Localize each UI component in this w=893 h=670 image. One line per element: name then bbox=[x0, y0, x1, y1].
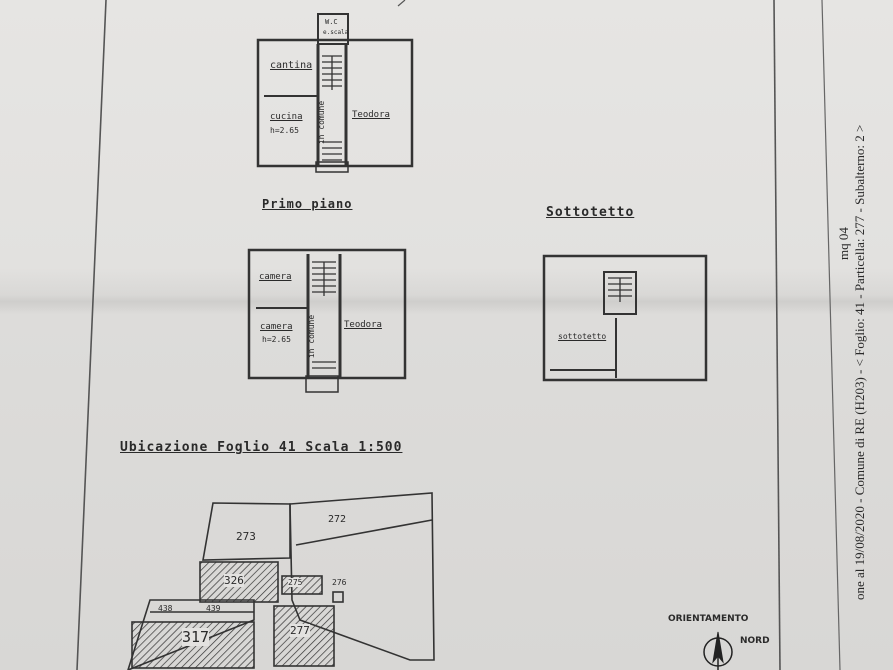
parcel-276: 276 bbox=[332, 578, 347, 587]
parcel-272: 272 bbox=[328, 514, 347, 525]
parcel-438: 438 bbox=[158, 604, 173, 613]
north-arrow bbox=[703, 631, 733, 670]
cucina-label: cucina bbox=[270, 112, 303, 122]
ground-floor-plan bbox=[256, 13, 414, 173]
area-note-text: mq 04 bbox=[836, 227, 851, 260]
attic-title: Sottotetto bbox=[546, 205, 635, 220]
camera-height-label: h=2.65 bbox=[262, 335, 291, 344]
parcel-439: 439 bbox=[206, 604, 221, 613]
cantina-label: cantina bbox=[270, 60, 313, 71]
parcel-273: 273 bbox=[236, 530, 256, 543]
camera-top-label: camera bbox=[259, 272, 292, 282]
first-floor-title: Primo piano bbox=[262, 197, 353, 211]
right-border-line bbox=[773, 0, 781, 670]
wc-sub-label: e.scala bbox=[323, 29, 349, 36]
attic-plan bbox=[542, 254, 708, 382]
camera-bottom-label: camera bbox=[260, 322, 293, 332]
north-label: NORD bbox=[740, 636, 770, 646]
first-floor-plan bbox=[247, 248, 407, 393]
attic-room-label: sottotetto bbox=[558, 332, 607, 341]
cucina-height-label: h=2.65 bbox=[270, 126, 299, 135]
cadastral-reference-text: one al 19/08/2020 - Comune di RE (H203) … bbox=[852, 124, 867, 600]
ground-teodora-label: Teodora bbox=[352, 110, 390, 120]
orientation-label: ORIENTAMENTO bbox=[668, 614, 749, 624]
left-border-line bbox=[76, 0, 107, 670]
parcel-277: 277 bbox=[290, 624, 310, 637]
first-corridor-label: in comune bbox=[307, 314, 317, 359]
location-plan bbox=[127, 492, 435, 670]
parcel-326: 326 bbox=[224, 574, 244, 587]
parcel-275: 275 bbox=[288, 578, 303, 587]
wc-label: W.C bbox=[325, 18, 338, 26]
first-teodora-label: Teodora bbox=[344, 320, 382, 330]
ground-corridor-label: in comune bbox=[317, 100, 327, 145]
parcel-317: 317 bbox=[182, 628, 210, 646]
location-title: Ubicazione Foglio 41 Scala 1:500 bbox=[120, 440, 403, 455]
right-outer-line bbox=[821, 0, 841, 670]
